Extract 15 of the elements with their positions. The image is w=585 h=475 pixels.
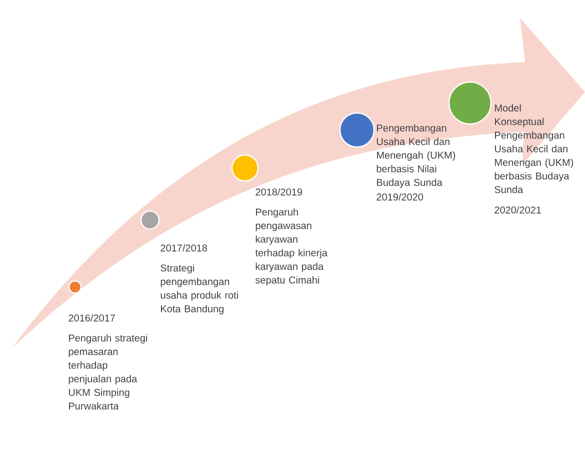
year-label: 2017/2018 xyxy=(160,244,208,252)
milestone-circle xyxy=(339,112,375,148)
milestone-circle xyxy=(448,81,492,125)
year-label: 2016/2017 xyxy=(68,314,115,322)
milestone-circle xyxy=(140,210,160,230)
description-text: Model Konseptual Pengembangan Usaha Kecil dan Menengan (UKM) berbasis Budaya Sunda xyxy=(494,104,574,194)
year-label: 2020/2021 xyxy=(494,206,541,214)
description-text: Pengaruh pengawasan karyawan terhadap kinerja karyawan pada sepatu Cimahi xyxy=(255,208,328,286)
milestone-circle xyxy=(231,154,259,182)
description-text: Strategi pengembangan usaha produk roti Kota Bandung xyxy=(160,264,238,314)
milestone-circle xyxy=(68,280,82,294)
description-text: Pengembangan Usaha Kecil dan Menengah (UKM) berbasis Nilai Budaya Sunda xyxy=(376,124,456,188)
year-label: 2019/2020 xyxy=(376,193,424,201)
year-label: 2018/2019 xyxy=(256,188,302,196)
description-text: Pengaruh strategi pemasaran terhadap penjualan pada UKM Simping Purwakarta xyxy=(68,334,148,410)
